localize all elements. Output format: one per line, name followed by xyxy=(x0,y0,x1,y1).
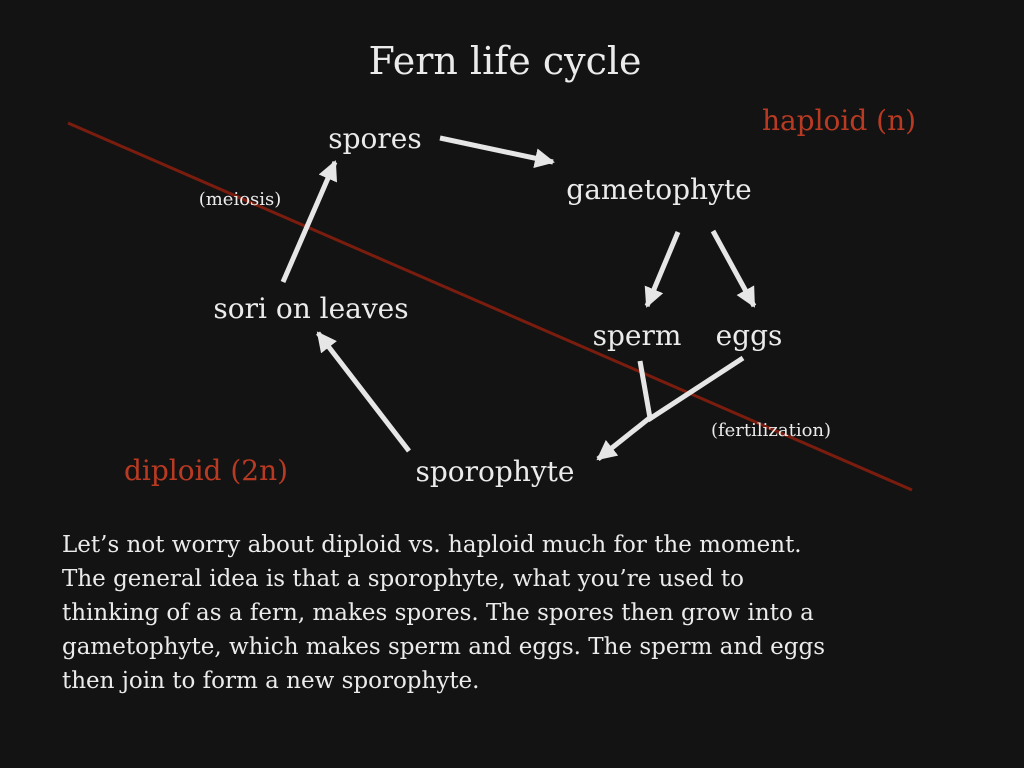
haploid-label: haploid (n) xyxy=(762,104,916,137)
arrow-sori-to-spores xyxy=(280,160,338,283)
arrow-sporophyte-to-sori xyxy=(316,331,411,453)
sporophyte-node: sporophyte xyxy=(416,455,575,488)
arrow-fertilization-to-sporophyte xyxy=(596,414,654,461)
ploidy-divider-line xyxy=(67,121,913,492)
diploid-label: diploid (2n) xyxy=(124,454,288,487)
slide-title: Fern life cycle xyxy=(368,39,641,83)
sori-node: sori on leaves xyxy=(213,292,408,325)
sperm-node: sperm xyxy=(593,319,682,352)
gametophyte-node: gametophyte xyxy=(566,173,751,206)
caption-line: gametophyte, which makes sperm and eggs.… xyxy=(62,634,826,660)
caption-line: thinking of as a fern, makes spores. The… xyxy=(62,600,814,626)
sperm-merge-line xyxy=(637,360,653,419)
eggs-node: eggs xyxy=(716,319,783,352)
arrow-gametophyte-to-eggs xyxy=(710,229,757,308)
caption-line: The general idea is that a sporophyte, w… xyxy=(62,566,744,592)
arrow-gametophyte-to-sperm xyxy=(644,231,681,308)
caption-line: then join to form a new sporophyte. xyxy=(62,668,480,694)
spores-node: spores xyxy=(328,122,421,155)
eggs-merge-line xyxy=(646,355,745,423)
fertilization-label: (fertilization) xyxy=(711,420,831,441)
caption-line: Let’s not worry about diploid vs. haploi… xyxy=(62,532,802,558)
caption-paragraph: Let’s not worry about diploid vs. haploi… xyxy=(62,528,992,698)
arrow-spores-to-gametophyte xyxy=(439,135,555,169)
meiosis-label: (meiosis) xyxy=(199,189,282,210)
